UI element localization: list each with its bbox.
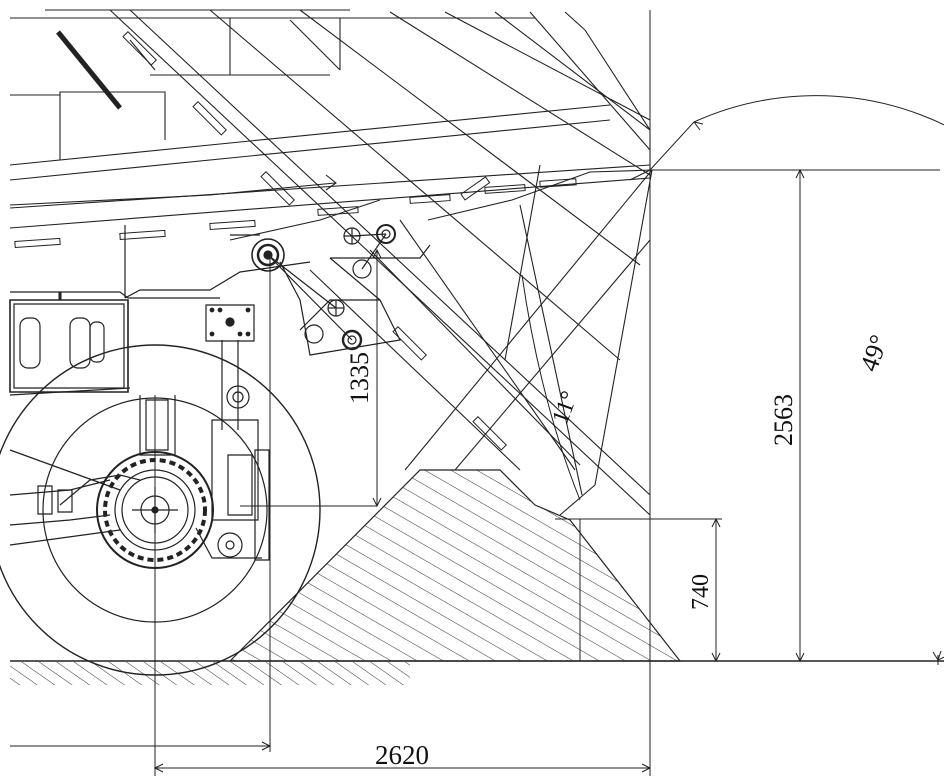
dimension-lines [10, 10, 944, 776]
dim-label-2563: 2563 [769, 394, 798, 446]
angle-label-49: 49° [854, 331, 894, 375]
arc-49-degrees [694, 96, 944, 660]
ground-hatch [10, 662, 410, 685]
dim-label-740: 740 [688, 574, 714, 610]
dimension-labels: 2620 1335 2563 740 49° 11° [345, 331, 894, 770]
chassis-frame [10, 225, 430, 395]
dim-label-2620: 2620 [375, 740, 429, 770]
material-pile [230, 470, 680, 661]
angle-label-11: 11° [548, 388, 584, 428]
arc-11-degrees [522, 275, 580, 500]
pile-hatch [230, 470, 680, 661]
ground [10, 661, 944, 685]
pivot-joints [206, 225, 395, 430]
wheel-assembly [0, 345, 320, 675]
dim-label-1335: 1335 [345, 352, 374, 404]
vehicle-body [10, 10, 652, 515]
